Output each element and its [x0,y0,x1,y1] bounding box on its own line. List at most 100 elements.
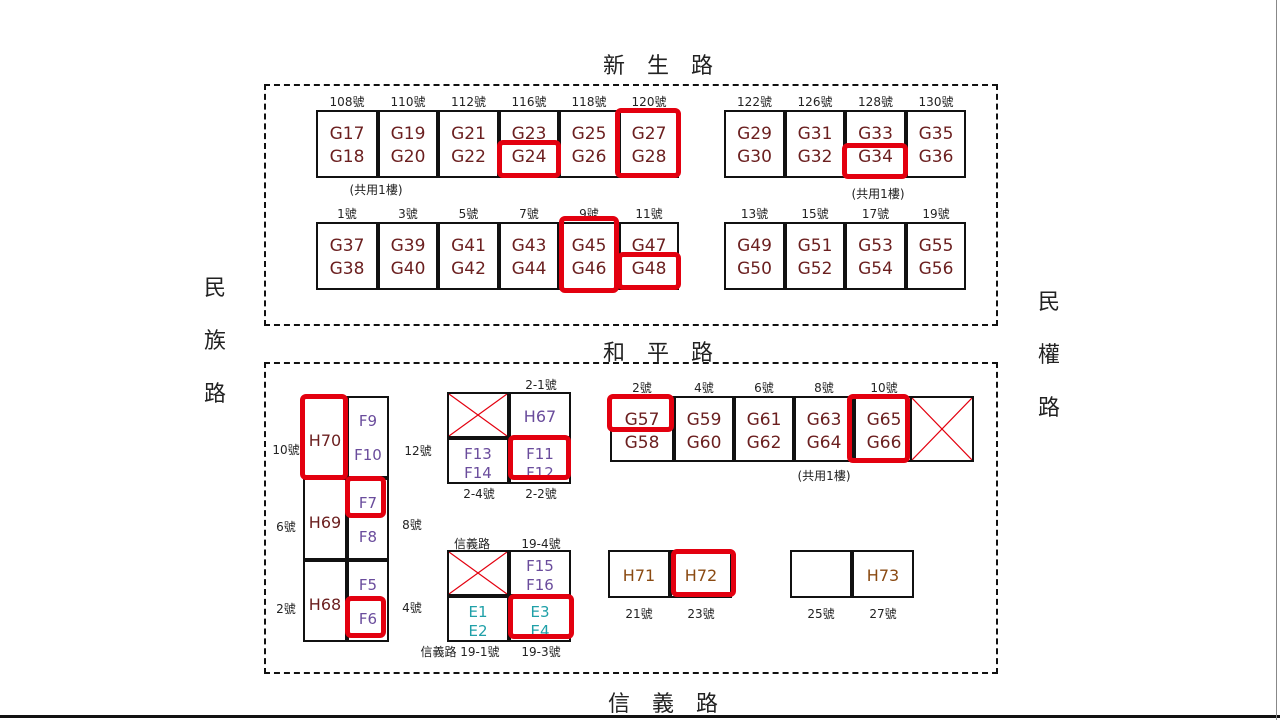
unit-cell[interactable] [910,396,974,462]
unit-number: G40 [390,259,426,279]
unit-number: G41 [451,236,486,256]
address-label: 10號 [272,443,300,457]
address-label: 2-2號 [525,487,557,501]
unit-cell[interactable]: H67 [509,392,571,438]
unit-number: F14 [464,464,492,482]
unit-number: G61 [746,410,782,430]
unit-cell[interactable] [790,550,852,598]
address-label: 19-4號 [521,537,561,551]
unit-number: G37 [329,236,365,256]
unit-number: G21 [451,124,486,144]
road-char: 路 [203,382,226,407]
unit-cell[interactable]: H70 [303,396,347,478]
cross-line [912,398,972,460]
road-char: 路 [1037,396,1060,421]
unit-number: G58 [624,433,660,453]
unit-number: F11 [526,445,554,463]
unit-cell[interactable]: H69 [303,478,347,560]
address-label: 130號 [918,95,954,109]
unit-number: G62 [746,433,782,453]
address-label: 25號 [807,607,835,621]
address-label: 6號 [754,381,774,395]
road-xinsheng: 新 生 路 [602,54,713,79]
address-label: 12號 [404,444,432,458]
address-label: 23號 [687,607,715,621]
address-label: 122號 [737,95,772,109]
unit-cell[interactable] [447,392,509,438]
unit-number: F12 [526,464,554,482]
unit-cell[interactable]: H73 [852,550,914,598]
unit-number: E2 [468,622,488,640]
unit-number: G29 [737,124,772,144]
unit-number: F10 [354,446,382,464]
unit-cell[interactable] [447,550,509,596]
unit-number: G26 [571,147,607,167]
address-label: 19-3號 [521,645,561,659]
frame-bottom-line [0,715,1280,718]
unit-number: G54 [858,259,893,279]
unit-number: H68 [308,595,342,614]
unit-number: G35 [918,124,954,144]
shared-floor-note: (共用1樓) [851,187,905,201]
unit-number: F7 [358,494,378,512]
unit-cell[interactable]: H72 [670,550,732,598]
address-label: 17號 [861,207,890,221]
unit-cell[interactable]: H68 [303,560,347,642]
address-label: 15號 [801,207,829,221]
unit-number: G19 [390,124,426,144]
unit-number: G60 [686,433,722,453]
unit-number: E4 [530,622,550,640]
address-label: 110號 [390,95,426,109]
address-label: 128號 [858,95,893,109]
road-minquan: 民 權 路 [1034,276,1064,435]
unit-number: G50 [737,259,772,279]
unit-number: G53 [858,236,893,256]
road-char: 民 [1037,290,1060,315]
top-zone [264,84,998,326]
unit-number: F9 [358,412,378,430]
unit-cell[interactable]: H71 [608,550,670,598]
unit-number: G56 [918,259,954,279]
unit-number: E1 [468,603,488,621]
cross-mark-icon [449,394,507,436]
unit-number: G32 [797,147,833,167]
address-label: 118號 [571,95,607,109]
road-xinyi: 信 義 路 [607,692,718,717]
unit-number: G23 [511,124,547,144]
address-label: 126號 [797,95,833,109]
unit-number: G64 [806,433,842,453]
